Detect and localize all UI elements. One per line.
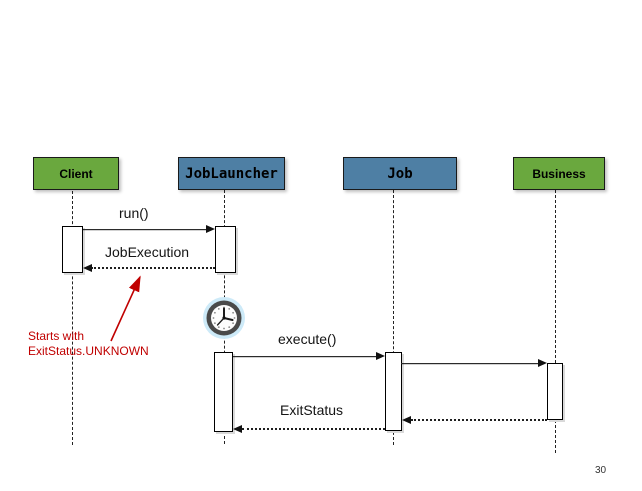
- arrowhead-jobexecution: [83, 264, 92, 272]
- participant-label-job: Job: [387, 165, 413, 182]
- arrowhead-exitstatus: [233, 425, 242, 433]
- annotation-line-1: Starts with: [28, 329, 85, 343]
- participant-box-job: Job: [343, 157, 457, 190]
- participant-box-client: Client: [33, 157, 119, 190]
- lifeline-business: [555, 190, 556, 453]
- participant-label-business: Business: [532, 166, 586, 181]
- message-label-jobexecution: JobExecution: [105, 244, 190, 260]
- activation-bar-joblauncher-top: [215, 226, 236, 273]
- annotation-line-2: ExitStatus.UNKNOWN: [28, 344, 149, 358]
- activation-bar-client: [62, 226, 83, 273]
- message-arrow-execute: [233, 356, 376, 357]
- lifeline-job: [393, 190, 394, 445]
- activation-bar-job: [385, 352, 402, 431]
- participant-label-client: Client: [59, 166, 93, 181]
- page-number: 30: [595, 465, 607, 476]
- participant-box-business: Business: [513, 157, 605, 190]
- clock-icon: [203, 297, 245, 339]
- return-arrow-jobexecution: [91, 267, 215, 269]
- message-arrow-run: [83, 229, 207, 230]
- arrowhead-execute: [376, 352, 385, 360]
- arrowhead-job-to-business: [538, 359, 547, 367]
- message-label-execute: execute(): [278, 331, 337, 347]
- annotation-text: Starts with ExitStatus.UNKNOWN: [28, 329, 149, 359]
- message-label-run: run(): [119, 205, 149, 221]
- arrowhead-run: [206, 225, 215, 233]
- participant-box-joblauncher: JobLauncher: [178, 157, 285, 190]
- return-arrow-business-to-job: [411, 419, 547, 421]
- activation-bar-business: [547, 363, 563, 420]
- return-arrow-exitstatus: [242, 428, 385, 430]
- message-arrow-job-to-business: [401, 363, 538, 364]
- message-label-exitstatus: ExitStatus: [280, 402, 344, 418]
- lifeline-client: [72, 191, 73, 445]
- activation-bar-joblauncher-bottom: [214, 352, 233, 432]
- participant-label-joblauncher: JobLauncher: [185, 165, 278, 182]
- arrowhead-business-to-job: [402, 416, 411, 424]
